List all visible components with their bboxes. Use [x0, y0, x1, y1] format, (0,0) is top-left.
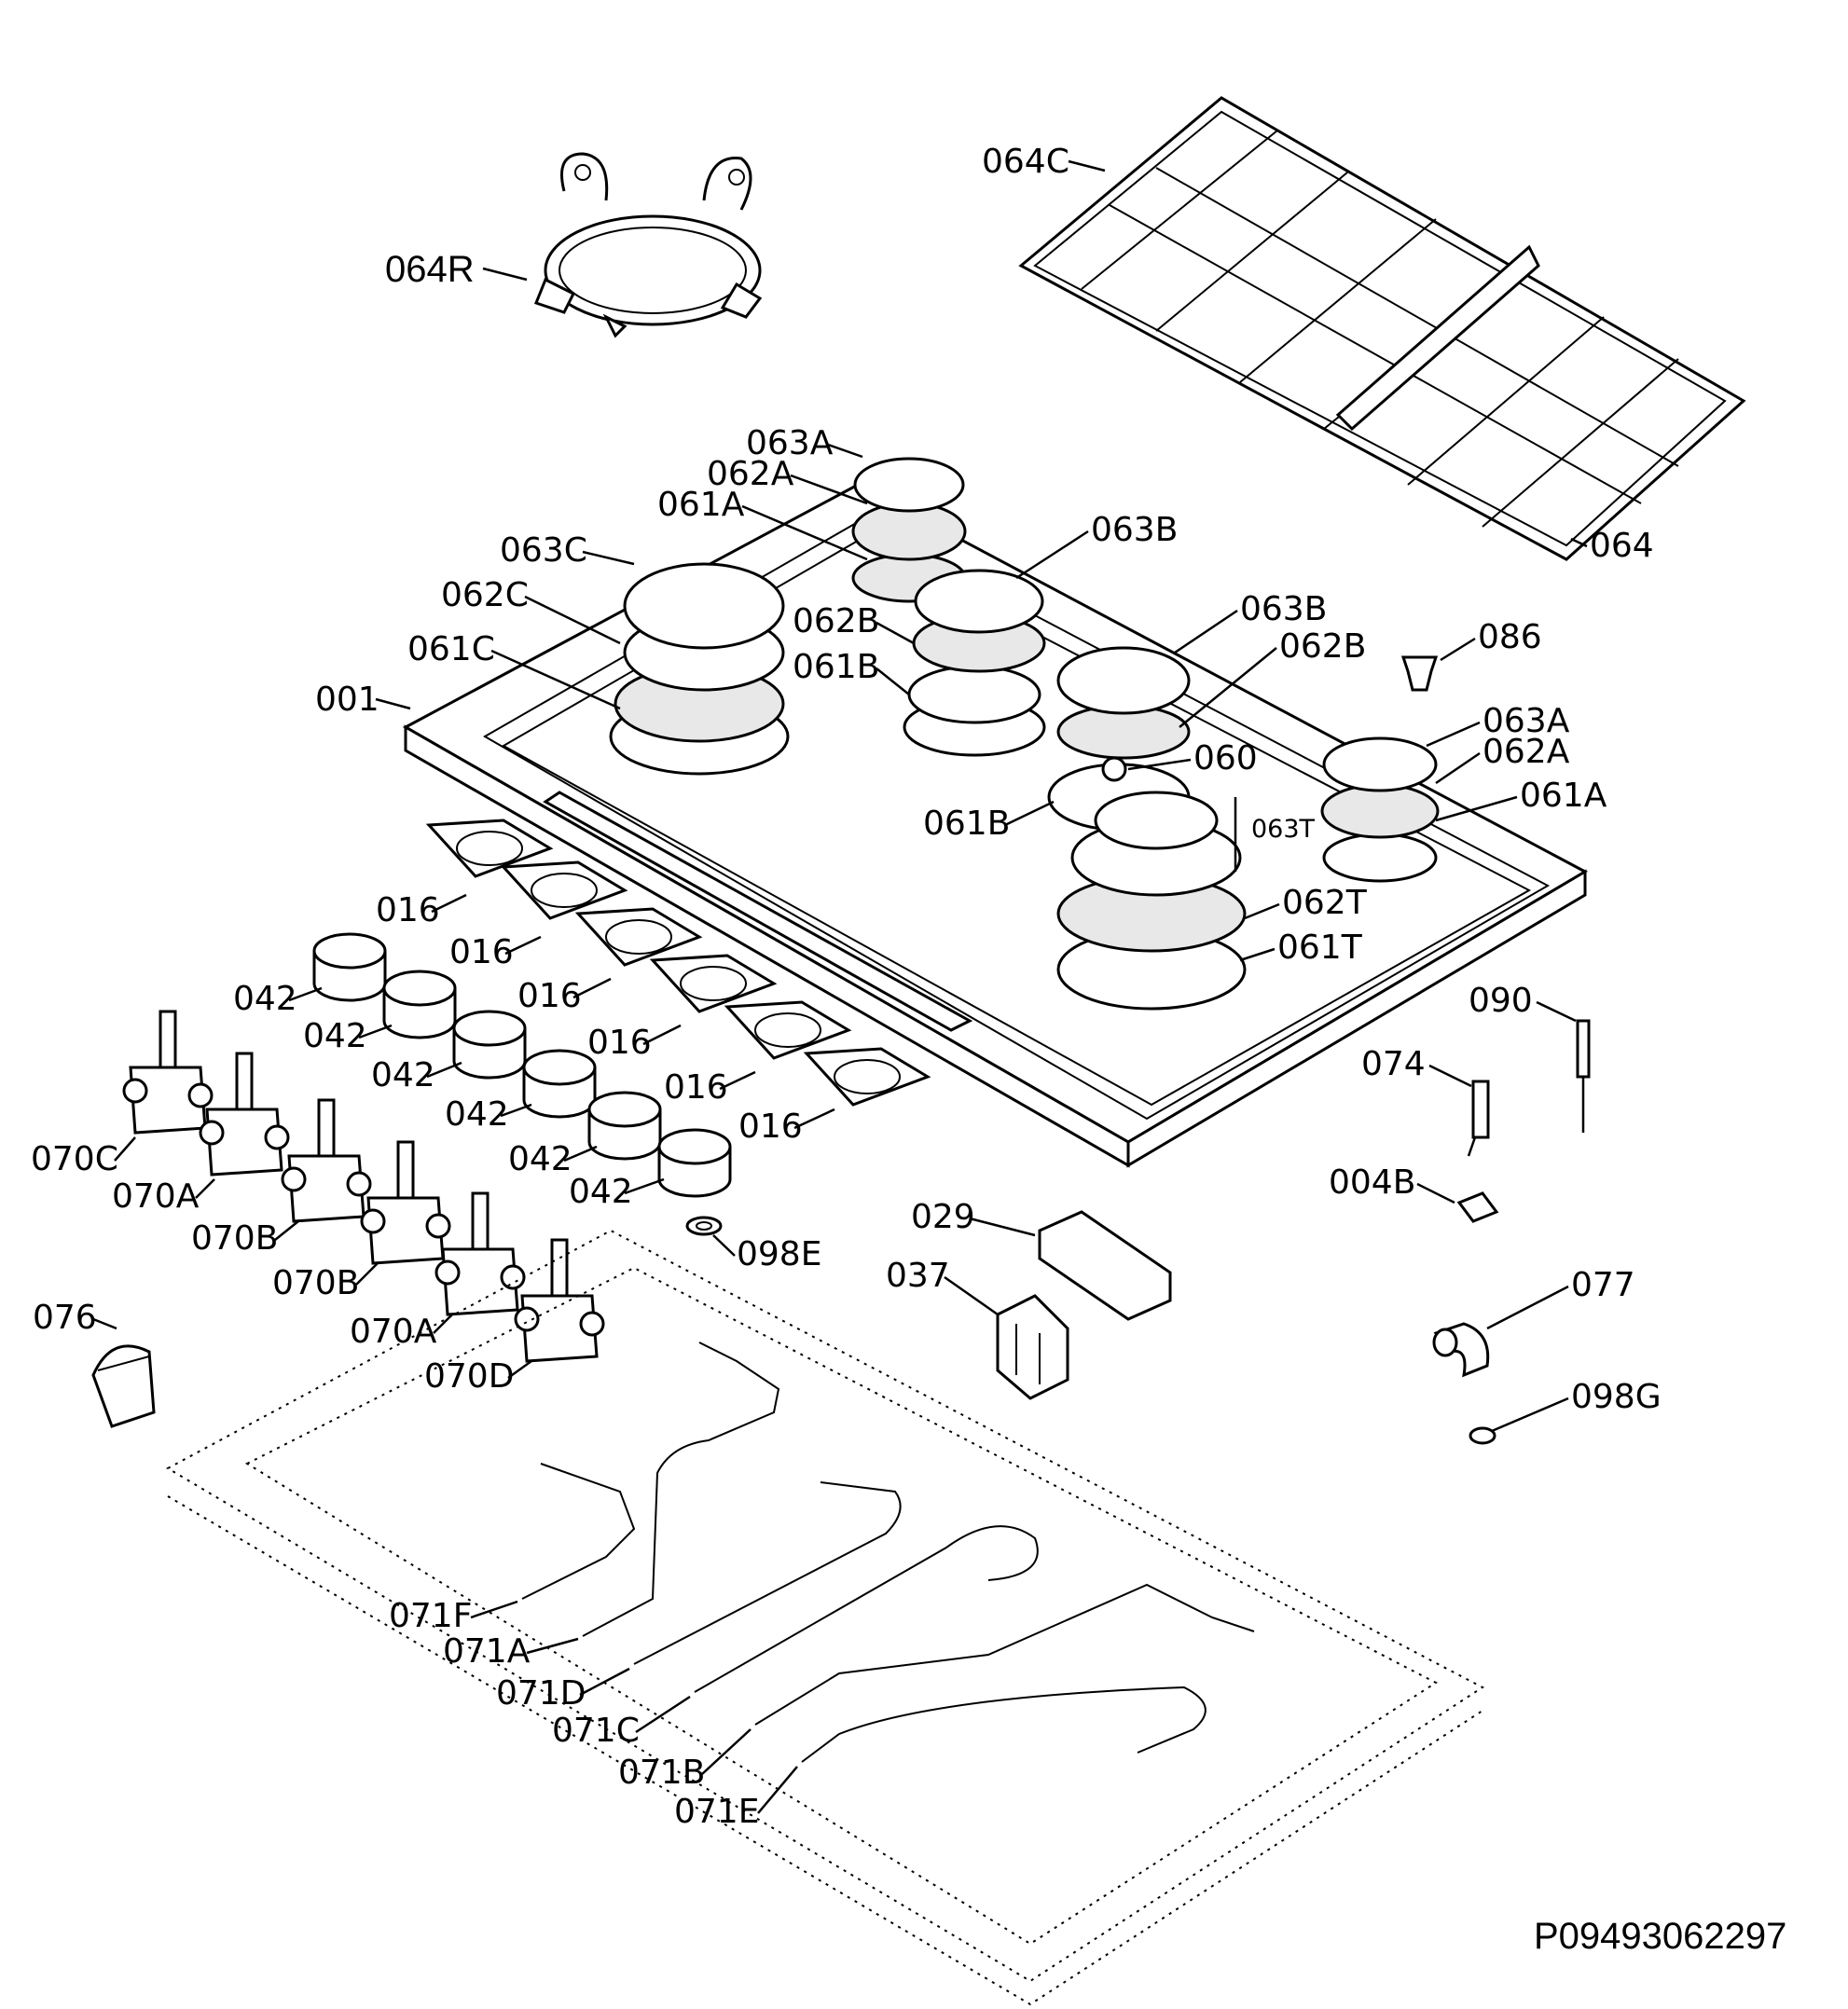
label-004B: 004B	[1329, 1163, 1415, 1202]
label-016-4: 016	[587, 1024, 652, 1062]
burner-a-top-part	[851, 457, 967, 603]
label-060: 060	[1193, 739, 1258, 777]
label-029: 029	[911, 1198, 975, 1236]
label-071F: 071F	[389, 1597, 472, 1635]
label-090: 090	[1469, 982, 1533, 1020]
label-063C: 063C	[500, 531, 587, 570]
label-076: 076	[33, 1299, 97, 1337]
label-063A-top: 063A	[746, 424, 834, 462]
control-knobs-part	[312, 932, 732, 1198]
label-016-6: 016	[738, 1108, 803, 1146]
label-016-3: 016	[517, 977, 582, 1015]
gas-pipes-part	[521, 1342, 1255, 1763]
gas-valves-part	[122, 1010, 605, 1363]
part-086	[1400, 655, 1439, 692]
label-070D: 070D	[424, 1357, 514, 1396]
label-016-2: 016	[449, 933, 514, 971]
burner-t-part	[1056, 791, 1247, 1011]
label-070C: 070C	[31, 1140, 118, 1178]
pan-support-grid-part	[1018, 96, 1746, 561]
label-062B-1: 062B	[793, 602, 879, 640]
label-061B-1: 061B	[793, 648, 879, 686]
burner-b-left-part	[903, 569, 1046, 757]
label-098E: 098E	[737, 1235, 821, 1273]
label-062C: 062C	[441, 576, 529, 614]
base-tray-outline	[165, 1229, 1484, 2006]
label-042-1: 042	[233, 980, 297, 1018]
callout-labels: 064R 064C 064 063A 062A 061A 063C 062C 0…	[31, 143, 1786, 1957]
label-074: 074	[1361, 1045, 1426, 1083]
wok-ring-part	[534, 152, 763, 338]
label-042-5: 042	[508, 1140, 572, 1178]
label-071A: 071A	[443, 1632, 531, 1671]
label-071D: 071D	[496, 1674, 586, 1713]
label-064C: 064C	[982, 143, 1069, 181]
part-077	[1432, 1322, 1490, 1378]
label-063B-2: 063B	[1240, 590, 1327, 628]
label-062T: 062T	[1282, 884, 1368, 922]
diagram-code: P09493062297	[1534, 1916, 1786, 1957]
label-063A-right: 063A	[1483, 702, 1570, 740]
part-074	[1467, 1080, 1490, 1157]
label-016-1: 016	[376, 891, 440, 929]
label-071E: 071E	[674, 1793, 759, 1831]
label-086: 086	[1478, 618, 1542, 656]
label-042-3: 042	[371, 1056, 435, 1094]
label-062A-top: 062A	[707, 455, 794, 493]
part-004B	[1456, 1191, 1499, 1223]
label-064: 064	[1590, 527, 1654, 565]
label-042-4: 042	[445, 1095, 509, 1134]
label-061C: 061C	[407, 630, 495, 668]
part-090	[1576, 1019, 1591, 1133]
label-062A-right: 062A	[1483, 733, 1570, 771]
label-061T: 061T	[1277, 929, 1363, 967]
part-037	[996, 1294, 1069, 1400]
part-098E	[685, 1216, 723, 1236]
label-063T: 063T	[1251, 815, 1316, 844]
label-071B: 071B	[618, 1754, 705, 1792]
label-001: 001	[315, 681, 379, 719]
label-098G: 098G	[1571, 1378, 1662, 1416]
label-042-6: 042	[569, 1173, 633, 1211]
label-064R: 064R	[385, 249, 475, 290]
label-071C: 071C	[552, 1712, 640, 1750]
label-016-5: 016	[664, 1068, 728, 1107]
label-063B-1: 063B	[1091, 511, 1178, 549]
label-077: 077	[1571, 1266, 1635, 1304]
part-098G	[1469, 1426, 1496, 1445]
ignition-switches-part	[425, 819, 931, 1107]
label-070A-2: 070A	[350, 1313, 437, 1351]
label-061B-2: 061B	[923, 805, 1010, 843]
part-076	[91, 1344, 156, 1428]
burner-a-right-part	[1320, 736, 1440, 883]
label-061A-right: 061A	[1520, 777, 1607, 815]
label-070A-1: 070A	[112, 1177, 200, 1216]
label-070B-1: 070B	[191, 1219, 278, 1258]
label-070B-2: 070B	[272, 1264, 359, 1302]
label-042-2: 042	[303, 1017, 367, 1055]
part-029	[1038, 1210, 1172, 1321]
label-062B-2: 062B	[1279, 627, 1366, 666]
label-037: 037	[886, 1257, 950, 1295]
burner-c-part	[609, 562, 790, 776]
label-061A-top: 061A	[657, 486, 745, 524]
